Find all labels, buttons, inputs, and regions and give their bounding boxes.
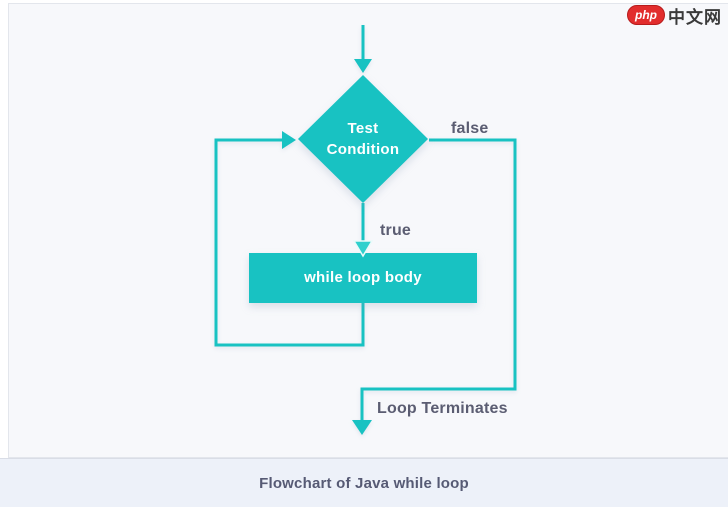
true-branch-label: true	[380, 222, 412, 239]
loop-body-rect	[249, 253, 477, 303]
true-arrowhead-icon	[352, 240, 374, 258]
php-logo-badge: php	[627, 5, 665, 25]
caption-bar: Flowchart of Java while loop	[0, 458, 728, 507]
condition-node-label: Test Condition	[326, 120, 400, 158]
site-logo[interactable]: php 中文网	[627, 4, 722, 27]
flowchart-panel	[8, 3, 728, 458]
false-branch-label: false	[451, 120, 489, 137]
exit-arrowhead-icon	[352, 420, 372, 435]
loop-body-node-label: while loop body	[304, 269, 422, 286]
caption-text: Flowchart of Java while loop	[259, 474, 469, 492]
loop-back-arrowhead-icon	[282, 131, 296, 149]
false-branch-line	[360, 138, 517, 421]
loop-terminates-label: Loop Terminates	[377, 400, 508, 417]
loop-back-line	[214, 138, 365, 347]
entry-arrowhead-icon	[354, 59, 372, 73]
site-logo-text: 中文网	[668, 7, 722, 27]
flowchart-canvas	[214, 25, 517, 435]
condition-diamond	[298, 75, 428, 203]
